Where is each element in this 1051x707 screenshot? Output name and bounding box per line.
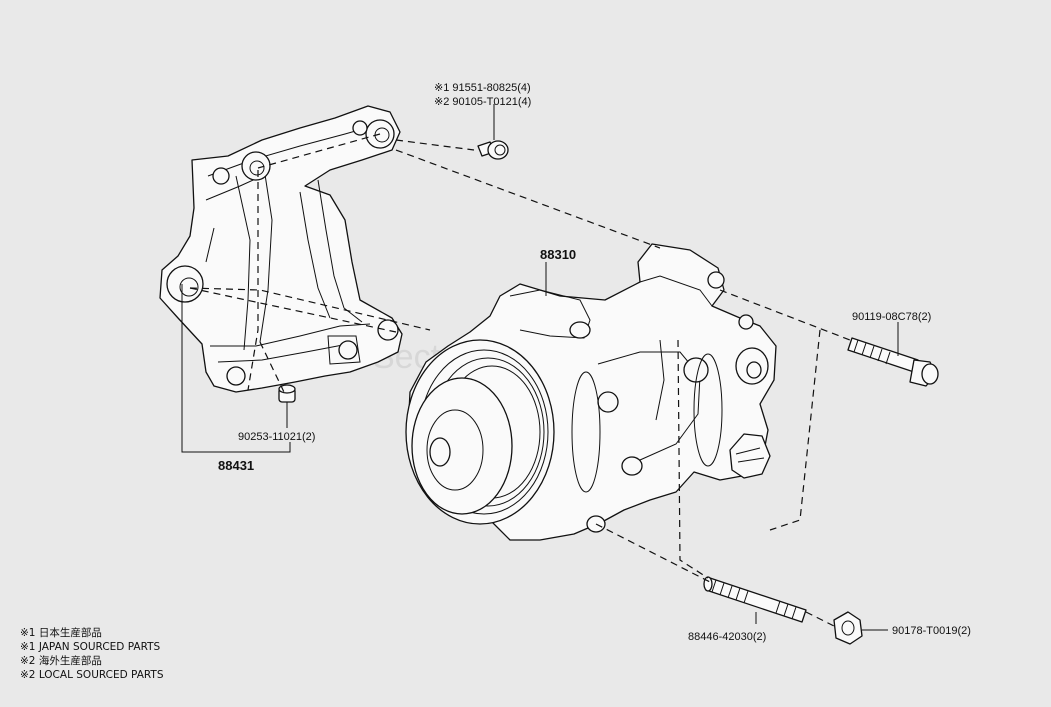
upper-flange-bolt [477, 140, 509, 160]
callout-long-bolt: 90119-08C78(2) [852, 311, 931, 323]
leader-lines [181, 104, 899, 631]
note-japan-jp: ※1 日本生産部品 [20, 626, 102, 639]
source-notes: ※1 日本生産部品 ※1 JAPAN SOURCED PARTS ※2 海外生産… [20, 626, 164, 681]
stud-bolt [703, 576, 807, 623]
callout-compressor: 88310 [540, 247, 576, 262]
callout-nut: 90178-T0019(2) [892, 625, 971, 637]
callout-stud: 88446-42030(2) [688, 631, 766, 643]
note-local-jp: ※2 海外生産部品 [20, 654, 102, 667]
note-local-en: ※2 LOCAL SOURCED PARTS [20, 669, 164, 681]
callout-bushing: 90253-11021(2) [238, 431, 315, 443]
long-mount-bolt [847, 337, 939, 387]
compressor-bracket [159, 105, 403, 393]
flange-nut [833, 611, 863, 645]
ac-compressor [405, 243, 777, 541]
assembly-lines [189, 133, 851, 627]
note-japan-en: ※1 JAPAN SOURCED PARTS [20, 641, 161, 653]
callout-bolt-japan: ※1 91551-80825(4) [434, 82, 531, 94]
callout-bracket: 88431 [218, 458, 254, 473]
callout-bolt-local: ※2 90105-T0121(4) [434, 96, 531, 108]
